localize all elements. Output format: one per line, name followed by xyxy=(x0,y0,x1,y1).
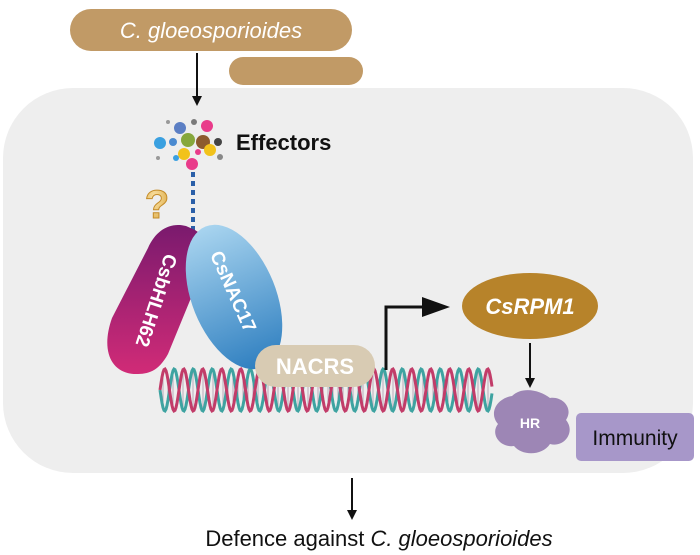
immunity-box xyxy=(576,413,694,461)
transcription-arrowhead xyxy=(422,297,450,317)
dna-strand-pink xyxy=(158,367,494,413)
defence-label-prefix: Defence against xyxy=(205,526,370,551)
pathogen-label: C. gloeosporioides xyxy=(120,18,302,43)
nacrs-label: NACRS xyxy=(276,354,354,379)
csbhlh62-protein: CsbHLH62 xyxy=(107,224,207,374)
csrpm1-gene xyxy=(462,273,598,339)
nacrs-promoter xyxy=(255,345,375,387)
immunity-label: Immunity xyxy=(592,427,678,450)
question-mark-icon: ? xyxy=(145,183,169,227)
effectors-label: Effectors xyxy=(236,130,331,155)
csnac17-protein: CsNAC17 xyxy=(185,224,283,370)
pathogen-cell-large xyxy=(70,9,352,51)
effector-particles xyxy=(154,119,223,170)
defence-label-organism: C. gloeosporioides xyxy=(370,526,552,551)
transcription-arrow xyxy=(384,305,424,370)
csrpm1-label: CsRPM1 xyxy=(485,294,574,319)
defence-label: Defence against C. gloeosporioides xyxy=(205,526,552,551)
hr-blob xyxy=(493,390,570,454)
pathogen-cell-small xyxy=(229,57,363,85)
hr-label: HR xyxy=(520,415,540,431)
